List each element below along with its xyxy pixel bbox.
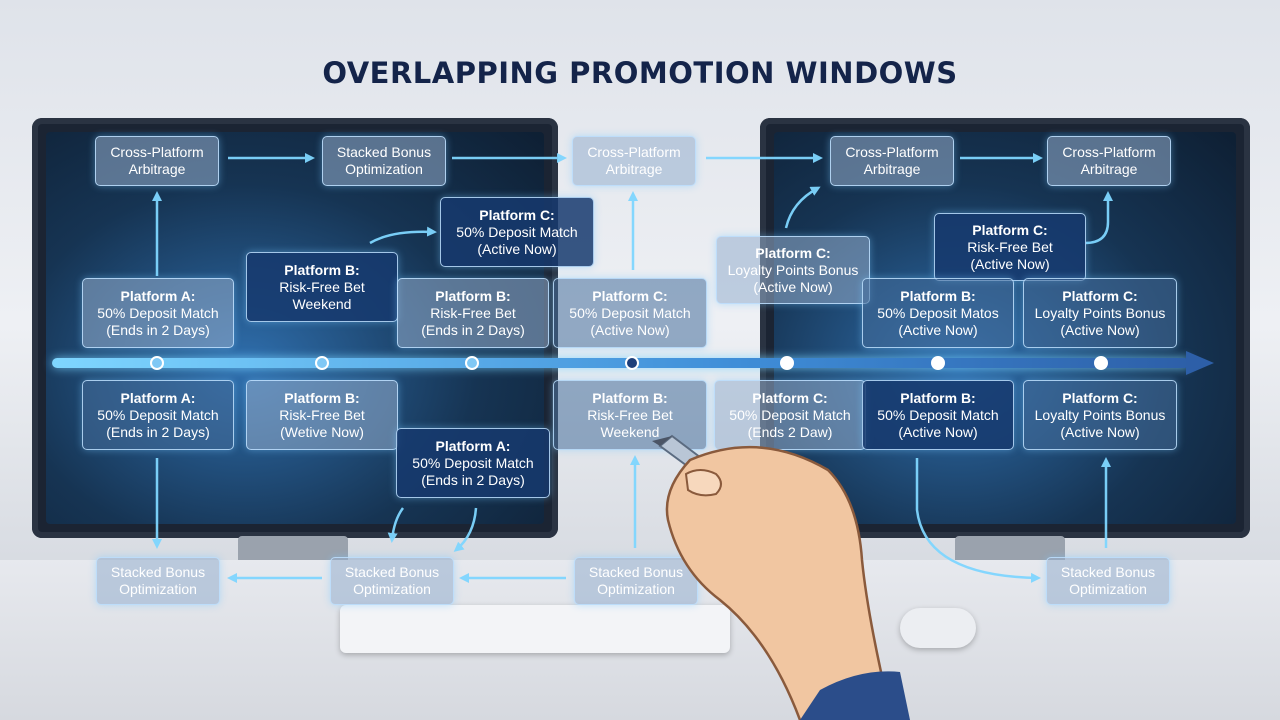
node-below-2: Platform B:Risk-Free Bet(Wetive Now) xyxy=(246,380,398,450)
node-below-5: Platform B:50% Deposit Match(Active Now) xyxy=(862,380,1014,450)
timeline-dot-5 xyxy=(780,356,794,370)
keyboard xyxy=(340,605,730,653)
arrow-b-to-c xyxy=(369,226,437,245)
computer-mouse xyxy=(900,608,976,648)
node-platform-c-deposit-upper: Platform C:50% Deposit Match(Active Now) xyxy=(440,197,594,267)
node-platform-a-lower: Platform A:50% Deposit Match(Ends in 2 D… xyxy=(396,428,550,498)
timeline-arrowhead xyxy=(1186,351,1214,375)
timeline-dot-1 xyxy=(150,356,164,370)
timeline-dot-4 xyxy=(625,356,639,370)
timeline-dot-2 xyxy=(315,356,329,370)
arrow-lowA-right xyxy=(453,507,478,552)
node-above-4: Platform B:50% Deposit Matos(Active Now) xyxy=(862,278,1014,348)
timeline-dot-6 xyxy=(931,356,945,370)
node-below-4: Platform C:50% Deposit Match(Ends 2 Daw) xyxy=(714,380,866,450)
timeline-dot-7 xyxy=(1094,356,1108,370)
arrow-lowA-left xyxy=(387,507,405,543)
timeline-bar xyxy=(52,358,1190,368)
node-below-6: Platform C:Loyalty Points Bonus(Active N… xyxy=(1023,380,1177,450)
arrow-b-down-curve xyxy=(915,458,1041,583)
node-platform-c-loyalty-upper: Platform C:Loyalty Points Bonus(Active N… xyxy=(716,236,870,304)
arrow-riskfree-hook xyxy=(1084,191,1113,245)
timeline-dot-3 xyxy=(465,356,479,370)
node-above-1: Platform A:50% Deposit Match(Ends in 2 D… xyxy=(82,278,234,348)
node-platform-c-riskfree-upper: Platform C:Risk-Free Bet(Active Now) xyxy=(934,213,1086,281)
diagram-title: OVERLAPPING PROMOTION WINDOWS xyxy=(322,56,958,90)
arrow-loyalty-up xyxy=(784,186,821,229)
node-above-3: Platform C:50% Deposit Match(Active Now) xyxy=(553,278,707,348)
node-below-1: Platform A:50% Deposit Match(Ends in 2 D… xyxy=(82,380,234,450)
node-above-5: Platform C:Loyalty Points Bonus(Active N… xyxy=(1023,278,1177,348)
node-above-2: Platform B:Risk-Free Bet(Ends in 2 Days) xyxy=(397,278,549,348)
